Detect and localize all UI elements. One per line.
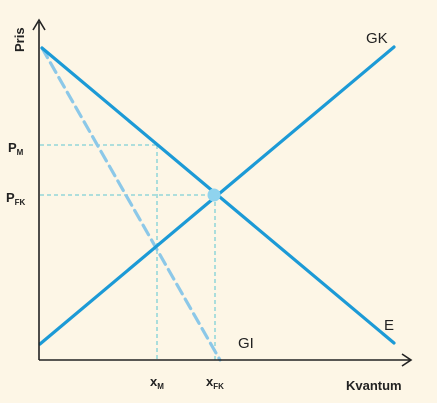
p-fk-label: PFK (6, 190, 26, 207)
x-m-label: xM (150, 374, 164, 391)
x-axis-arrow (401, 353, 413, 367)
gi-curve (40, 46, 222, 362)
x-axis-title: Kvantum (346, 378, 402, 393)
y-axis-arrow (32, 18, 46, 31)
e-label: E (384, 317, 394, 334)
equilibrium-point (207, 188, 221, 202)
y-axis-title: Pris (12, 27, 27, 52)
gk-label: GK (366, 30, 388, 47)
p-m-label: PM (8, 140, 24, 157)
gi-label: GI (238, 335, 254, 352)
x-fk-label: xFK (206, 374, 224, 391)
